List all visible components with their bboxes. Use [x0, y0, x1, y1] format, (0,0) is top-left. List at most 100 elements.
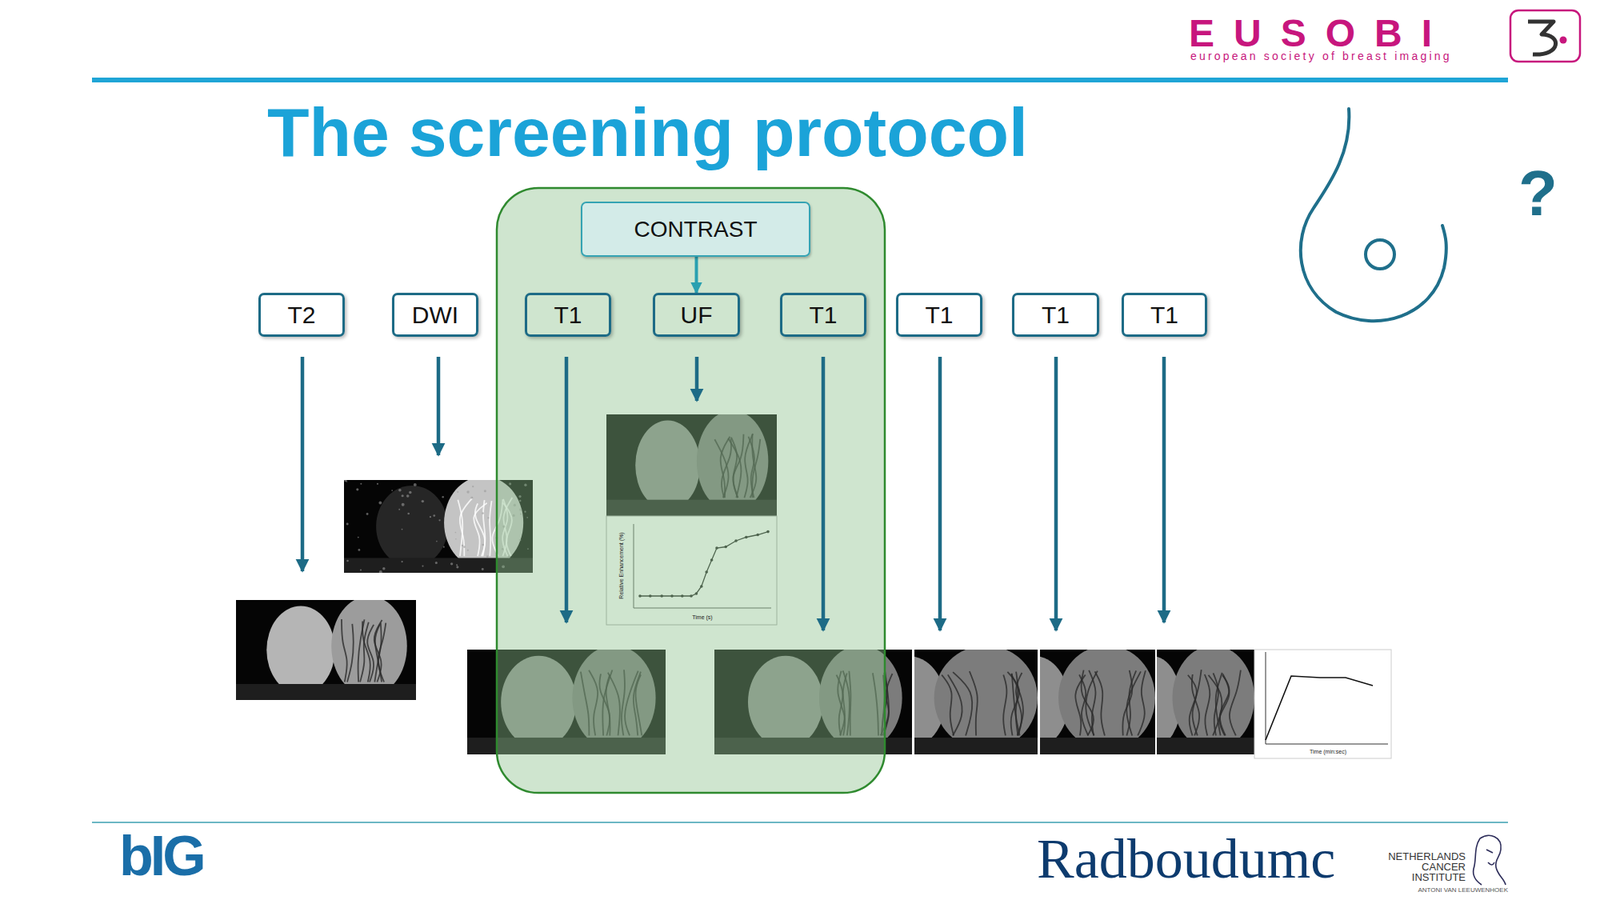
noise-speckle	[379, 570, 383, 573]
noise-speckle	[456, 565, 459, 568]
noise-speckle	[481, 512, 484, 515]
tissue-texture	[948, 674, 963, 736]
noise-speckle	[401, 503, 405, 507]
header-rule	[92, 77, 1508, 83]
sequence-label: T1	[1150, 301, 1179, 329]
noise-speckle	[435, 561, 438, 564]
tissue-texture	[367, 624, 374, 683]
noise-speckle	[346, 560, 349, 563]
tissue-texture	[1212, 672, 1218, 736]
breast-left	[266, 606, 336, 695]
tissue-texture	[941, 675, 954, 736]
connector-arrow	[695, 256, 699, 293]
tissue-texture	[1007, 672, 1020, 736]
logo-dot	[1560, 36, 1568, 44]
noise-speckle	[366, 512, 369, 516]
noise-speckle	[455, 538, 457, 540]
tagline: european society of breast imaging	[1190, 49, 1452, 63]
noise-speckle	[461, 544, 464, 548]
nipple-symbol	[1365, 240, 1395, 269]
sequence-arrow	[436, 356, 441, 456]
noise-speckle	[484, 489, 487, 492]
noise-speckle	[421, 565, 424, 568]
breast-right	[1172, 649, 1255, 751]
tissue-texture	[347, 624, 354, 683]
agent-label: CONTRAST	[634, 216, 758, 243]
contrast-region	[496, 188, 885, 793]
mri-image	[1040, 649, 1156, 755]
slide-title: The screening protocol	[267, 92, 1028, 172]
noise-speckle	[429, 516, 432, 518]
tissue-texture	[1079, 674, 1088, 736]
tissue-texture	[1085, 671, 1098, 736]
tissue-texture	[358, 619, 365, 682]
noise-speckle	[432, 514, 436, 517]
tissue-texture	[1003, 675, 1007, 736]
mri-image	[236, 600, 416, 700]
sequence-arrow	[821, 356, 826, 631]
noise-speckle	[382, 567, 385, 570]
tissue-texture	[362, 621, 371, 683]
noise-speckle	[346, 523, 349, 526]
chest-wall	[914, 737, 1038, 755]
noise-speckle	[408, 491, 412, 494]
noise-speckle	[356, 488, 359, 491]
tissue-texture	[1192, 674, 1200, 736]
sequence-arrow	[300, 356, 305, 572]
tissue-texture	[460, 498, 472, 556]
sequence-box: T1	[1121, 292, 1208, 337]
chest-wall	[236, 684, 416, 700]
chart-axis	[1265, 744, 1388, 745]
noise-speckle	[398, 508, 400, 511]
breast-outline	[1300, 108, 1447, 321]
tissue-texture	[969, 671, 978, 736]
footer-rule	[92, 821, 1508, 824]
chart-frame	[1254, 649, 1392, 759]
noise-speckle	[421, 500, 424, 503]
noise-speckle	[463, 545, 466, 548]
noise-speckle	[455, 532, 457, 534]
tissue-texture	[374, 620, 383, 682]
noise-speckle	[398, 488, 402, 492]
tissue-texture	[374, 623, 381, 683]
noise-speckle	[378, 501, 382, 505]
noise-speckle	[470, 496, 473, 500]
tissue-texture	[489, 500, 492, 556]
sequence-arrow	[1162, 356, 1167, 623]
kinetic-curve	[1265, 676, 1373, 740]
tissue-texture	[483, 500, 486, 556]
sequence-box: T1	[780, 292, 867, 337]
noise-speckle	[413, 483, 417, 487]
noise-speckle	[486, 555, 489, 558]
noise-speckle	[436, 540, 438, 543]
noise-speckle	[487, 516, 489, 519]
noise-speckle	[450, 562, 453, 565]
noise-speckle	[376, 483, 379, 485]
noise-speckle	[401, 494, 404, 497]
sequence-box: T2	[258, 292, 345, 337]
tissue-texture	[1229, 670, 1241, 736]
noise-speckle	[360, 568, 362, 571]
sequence-arrow	[564, 356, 569, 623]
logo-mark	[1528, 21, 1556, 55]
chest-wall	[1040, 737, 1156, 755]
sequence-box: UF	[652, 292, 740, 337]
tissue-texture	[1122, 670, 1132, 736]
chart-axis	[1265, 652, 1267, 744]
sequence-label: T2	[287, 301, 316, 329]
sequence-label: T1	[924, 301, 953, 329]
breast-right	[934, 649, 1038, 751]
tissue-texture	[1095, 671, 1105, 736]
mri-image	[1156, 649, 1255, 755]
tissue-texture	[1204, 674, 1211, 736]
tissue-texture	[952, 672, 972, 736]
contrast-box: CONTRAST	[580, 201, 811, 257]
sequence-label: DWI	[412, 301, 459, 329]
tissue-texture	[1088, 670, 1096, 736]
sequence-box: DWI	[392, 292, 479, 337]
axis-title: Relative Enhancement (%)	[618, 532, 624, 599]
tissue-texture	[341, 619, 348, 682]
sequence-box: T1	[524, 292, 612, 337]
chest-wall	[1156, 737, 1255, 755]
